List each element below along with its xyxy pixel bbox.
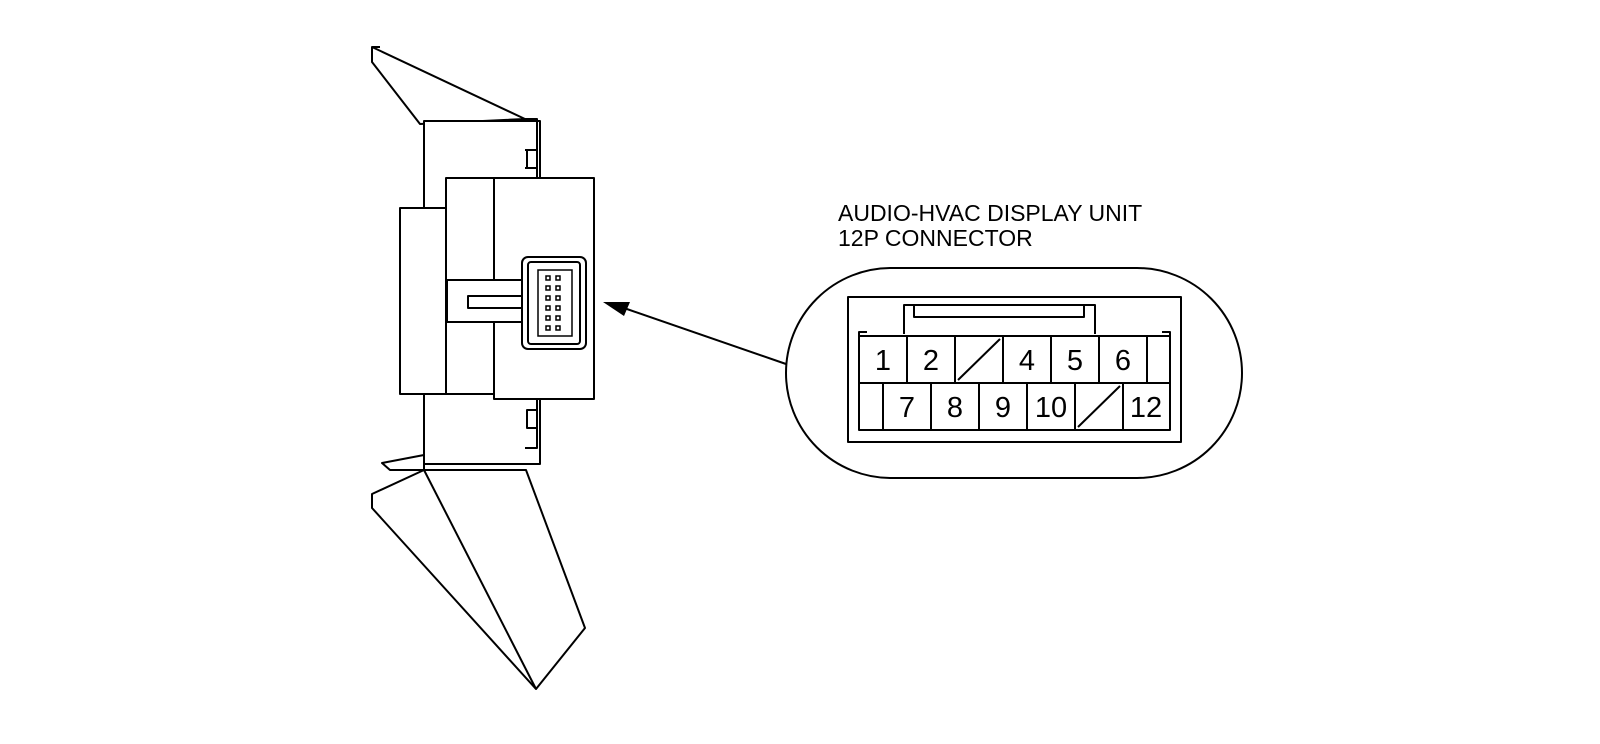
pin-12-label: 12 <box>1130 392 1162 424</box>
connector-callout: 1 2 4 5 6 7 8 9 10 12 <box>785 267 1243 479</box>
pin-2-label: 2 <box>923 345 939 377</box>
pin-9-label: 9 <box>995 392 1011 424</box>
bottom-row-cells <box>858 382 1171 431</box>
pin-8-label: 8 <box>947 392 963 424</box>
pin-10-label: 10 <box>1035 392 1067 424</box>
caption-line-1: AUDIO-HVAC DISPLAY UNIT <box>838 200 1143 226</box>
pin-4-label: 4 <box>1019 345 1035 377</box>
pin-5-label: 5 <box>1067 345 1083 377</box>
empty-cavity-slash <box>1077 385 1121 428</box>
callout-capsule <box>785 267 1243 479</box>
display-unit-drawing <box>371 46 595 690</box>
pin-labels: 1 2 4 5 6 7 8 9 10 12 <box>875 345 1162 424</box>
pin-7-label: 7 <box>899 392 915 424</box>
empty-cavity-slash <box>957 338 1001 381</box>
leader-arrow <box>603 302 787 365</box>
caption-line-2: 12P CONNECTOR <box>838 225 1033 251</box>
pin-1-label: 1 <box>875 345 891 377</box>
pin-6-label: 6 <box>1115 345 1131 377</box>
receptacle-pins <box>545 275 561 331</box>
connector-housing <box>847 296 1182 443</box>
